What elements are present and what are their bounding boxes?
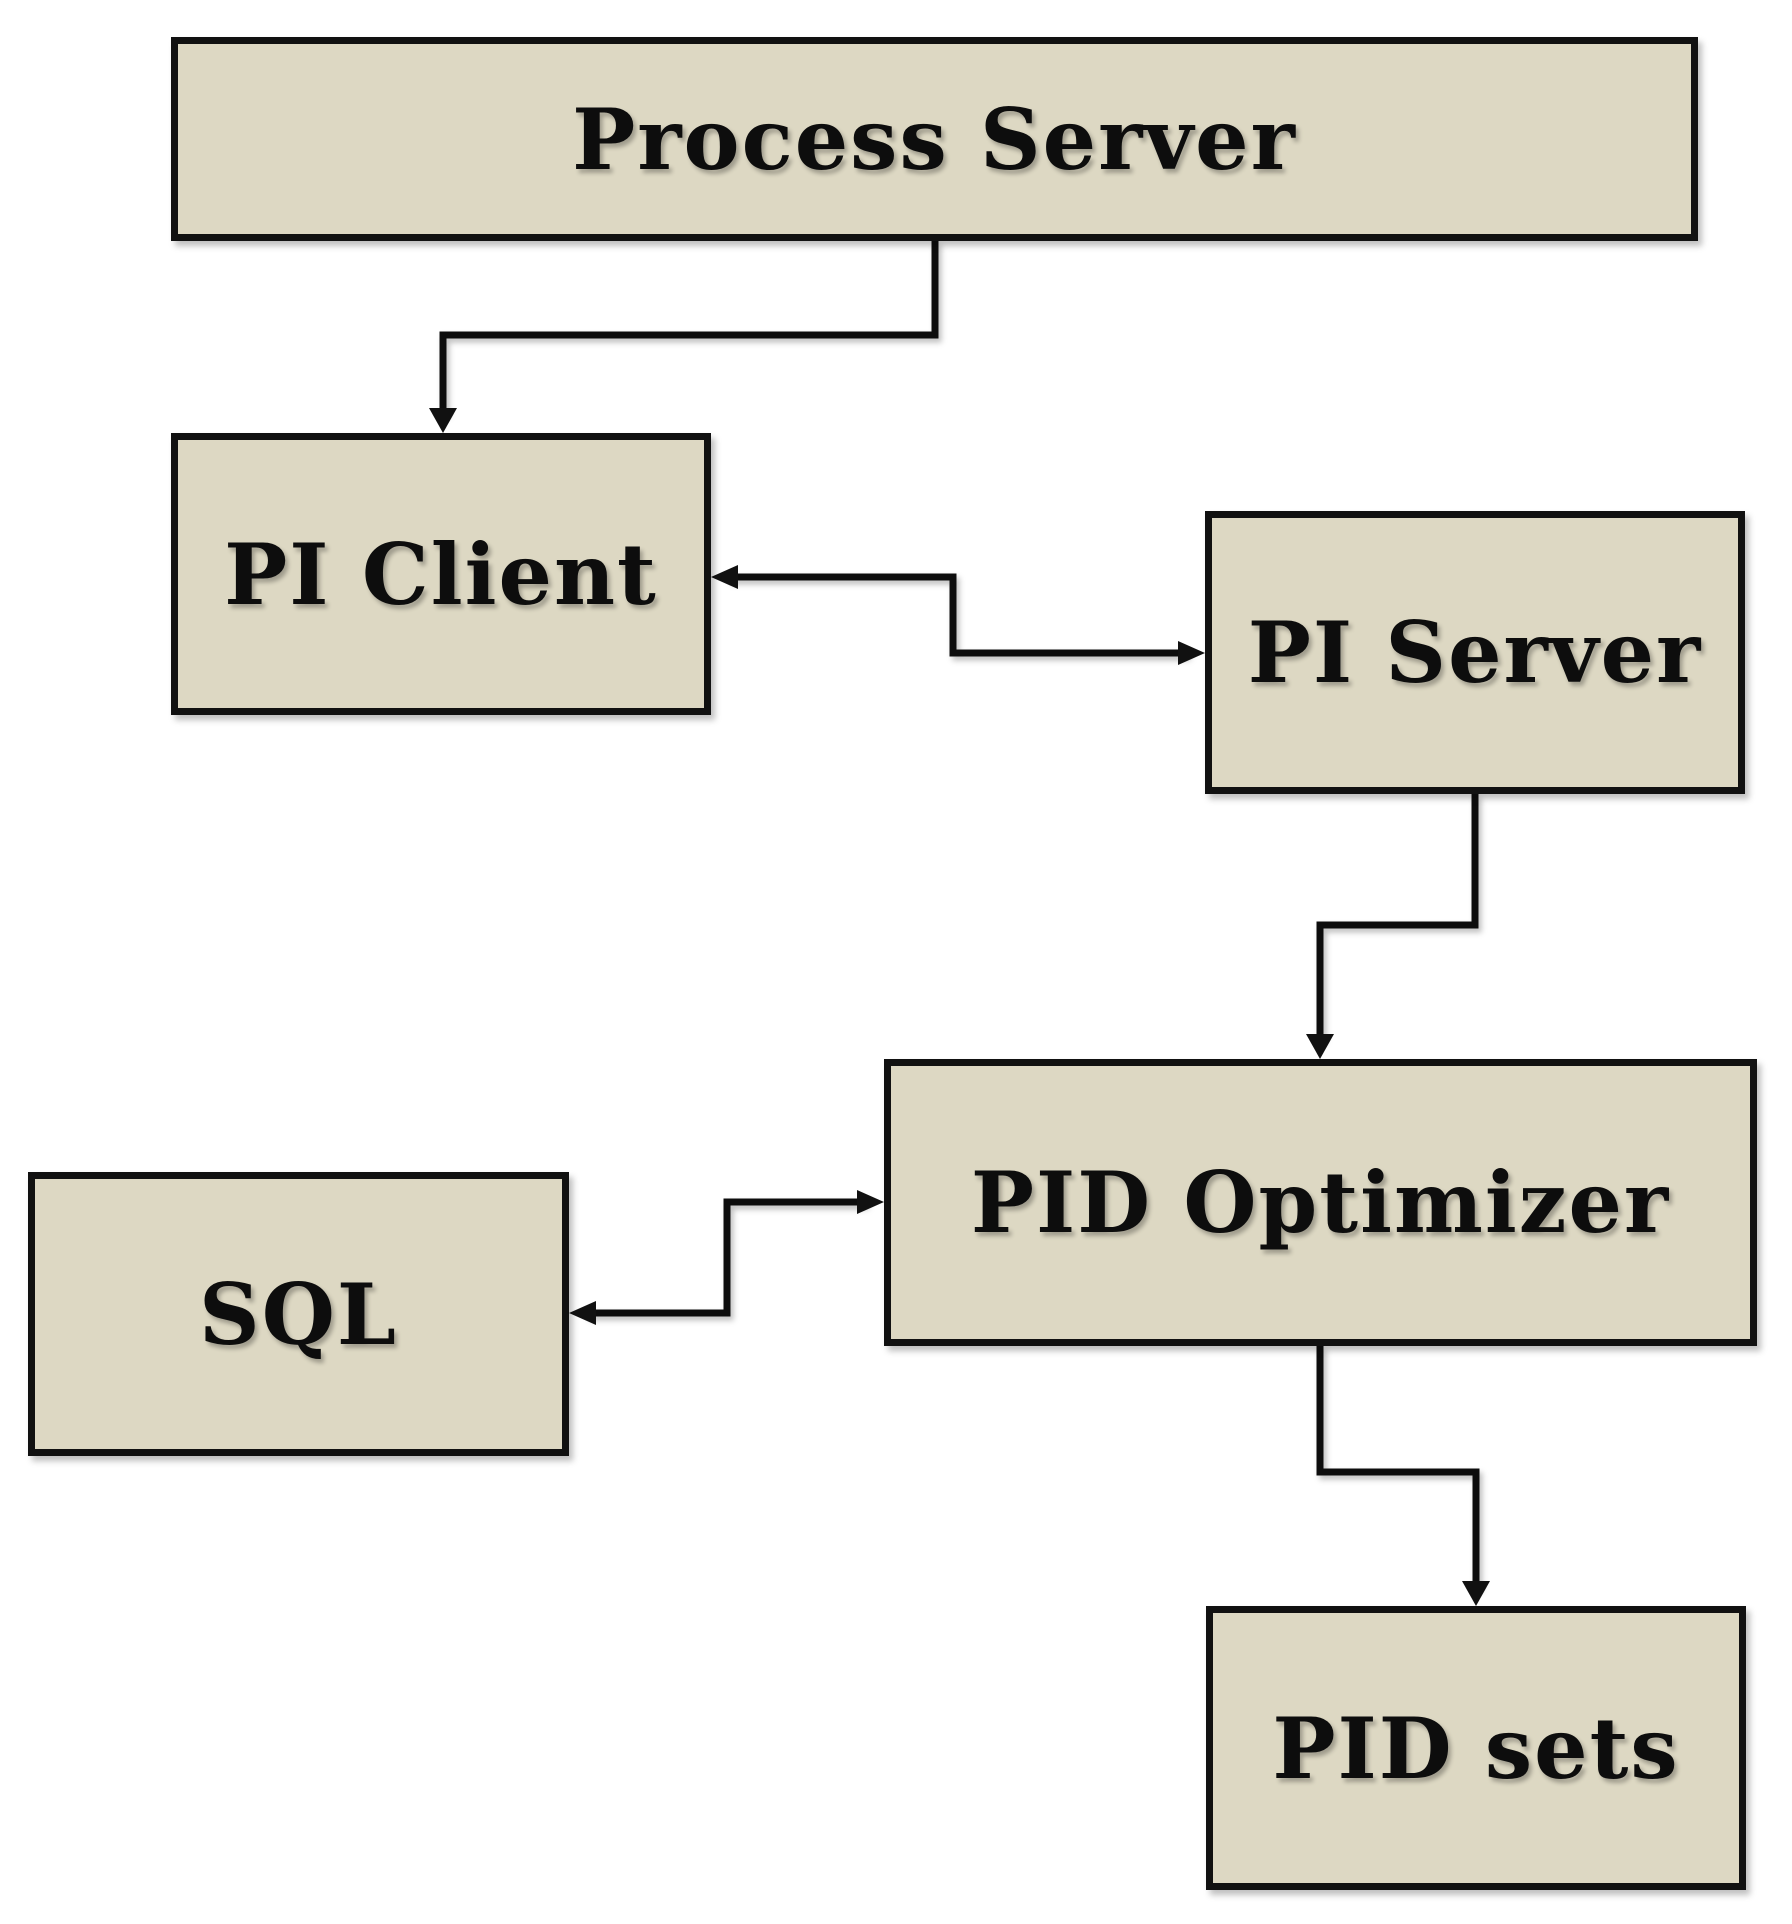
arrowhead-down-pid-sets xyxy=(1462,1581,1490,1606)
arrowhead-right-pi-server xyxy=(1178,641,1205,665)
pid-sets-node: PID sets xyxy=(1206,1606,1746,1890)
edge-pi-client-pi-server xyxy=(728,573,1188,657)
edge-pid-optimizer-sql xyxy=(586,1198,866,1317)
process-server-node: Process Server xyxy=(171,37,1698,241)
edge-pid-optimizer-to-pid-sets xyxy=(1316,1346,1480,1588)
arrowhead-left-sql xyxy=(569,1301,596,1325)
edge-process-server-to-pi-client xyxy=(439,241,939,414)
pid-sets-label: PID sets xyxy=(1272,1698,1680,1798)
pi-server-label: PI Server xyxy=(1247,603,1703,702)
sql-label: SQL xyxy=(199,1264,398,1364)
pid-optimizer-node: PID Optimizer xyxy=(884,1059,1757,1346)
arrowhead-right-pid-optimizer xyxy=(857,1190,884,1214)
sql-node: SQL xyxy=(28,1172,569,1456)
process-server-label: Process Server xyxy=(572,89,1297,189)
pi-server-node: PI Server xyxy=(1205,511,1745,794)
arrowhead-left-pi-client xyxy=(711,565,738,589)
pid-optimizer-label: PID Optimizer xyxy=(970,1153,1671,1252)
pi-client-label: PI Client xyxy=(224,524,658,624)
edge-pi-server-to-pid-optimizer xyxy=(1316,794,1479,1040)
arrowhead-down-pi-client xyxy=(429,408,457,433)
pi-client-node: PI Client xyxy=(171,433,711,715)
arrowhead-down-pid-optimizer xyxy=(1306,1034,1334,1059)
